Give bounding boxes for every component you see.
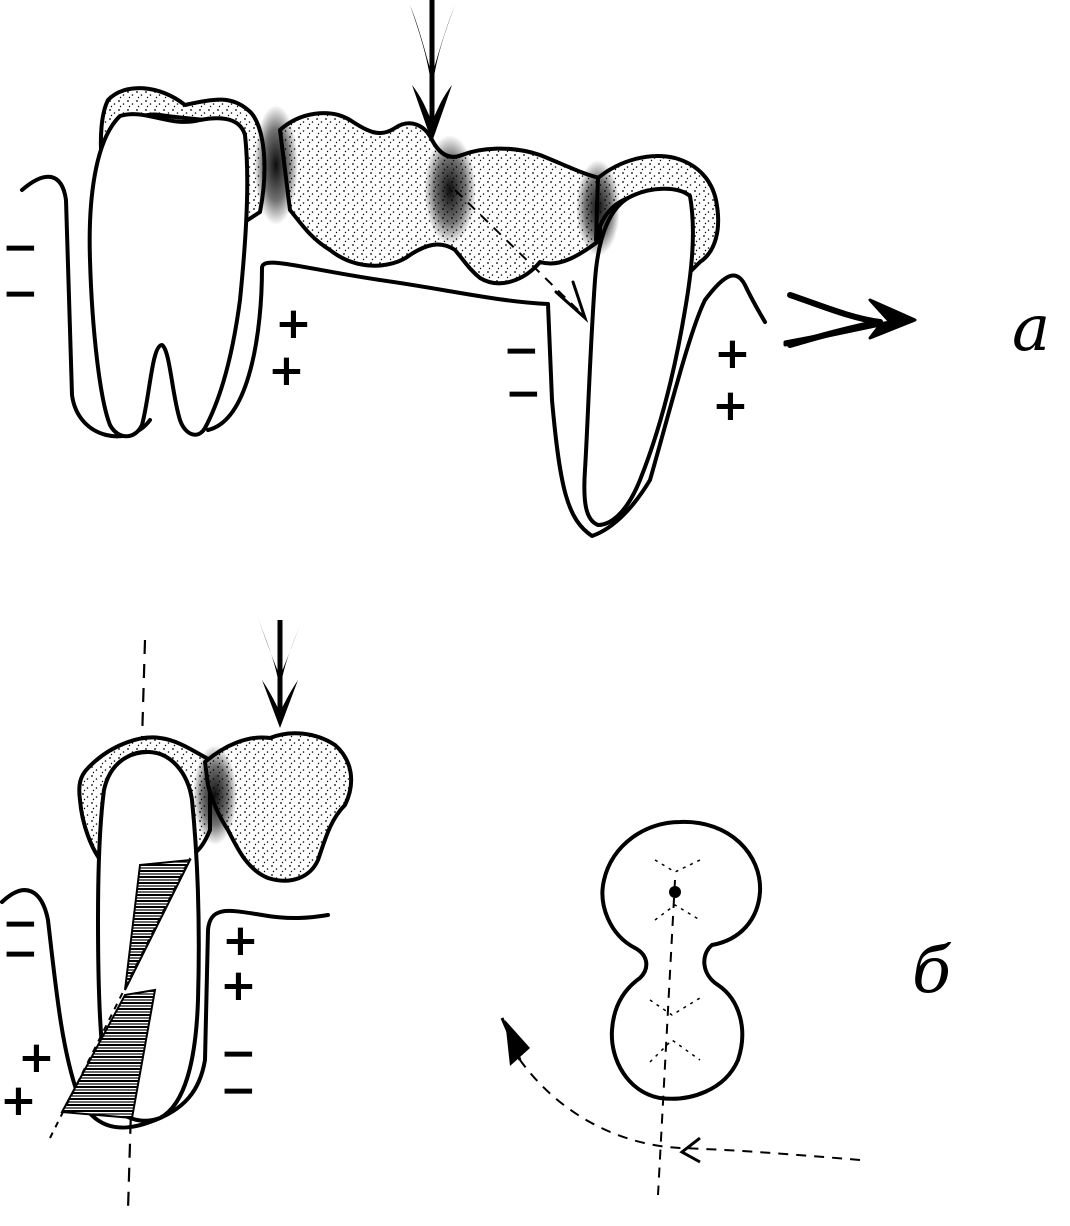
minus-sign: − — [2, 928, 39, 979]
occlusal-detail-lower — [649, 997, 701, 1063]
figure-b: − − + + − − + + б — [0, 618, 952, 1211]
occlusal-detail-upper — [654, 859, 701, 921]
plus-sign: + — [712, 380, 749, 431]
plus-sign: + — [268, 345, 305, 396]
load-arrow-a — [410, 0, 455, 142]
plus-sign: + — [18, 1032, 55, 1083]
occlusal-outline — [600, 819, 763, 1101]
plus-sign: + — [275, 298, 312, 349]
minus-sign: − — [2, 222, 39, 273]
figure-label-a: а — [1012, 292, 1050, 366]
minus-sign: − — [505, 368, 542, 419]
figure-label-b: б — [912, 934, 952, 1008]
minus-sign: − — [220, 1028, 257, 1079]
oblique-force-arrow — [454, 189, 589, 323]
rotation-arrow — [500, 1017, 861, 1164]
gum-line-middle — [206, 260, 554, 432]
plus-sign: + — [220, 960, 257, 1011]
minus-sign: − — [503, 325, 540, 376]
plus-sign: + — [0, 1075, 37, 1126]
rotation-center-dot — [669, 886, 681, 898]
joint-pontic-center — [424, 135, 476, 245]
gum-line-right — [550, 273, 767, 538]
minus-sign: − — [220, 1065, 257, 1116]
plus-sign: + — [714, 328, 751, 379]
gum-line-b — [0, 888, 330, 1130]
joint-b — [193, 745, 237, 845]
rotation-line — [49, 857, 191, 1139]
pontic-b — [203, 731, 354, 883]
joint-pontic-canine — [576, 160, 620, 256]
displacement-arrow — [783, 292, 917, 348]
molar-root — [87, 112, 250, 439]
canine-root — [582, 186, 695, 527]
figure-a: − − + + − − + + а — [2, 0, 1050, 538]
load-arrow-b — [258, 618, 303, 728]
minus-sign: − — [2, 268, 39, 319]
joint-molar-pontic — [254, 105, 298, 225]
plus-sign: + — [222, 915, 259, 966]
minus-sign: − — [2, 898, 39, 949]
stress-zone-upper — [124, 858, 192, 991]
